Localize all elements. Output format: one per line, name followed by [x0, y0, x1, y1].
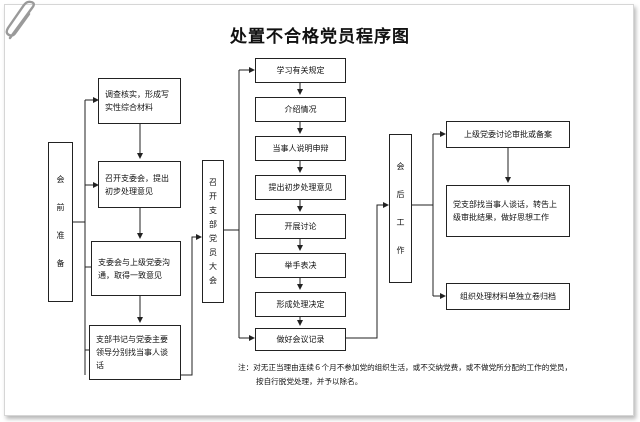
footnote: 注：对无正当理由连续６个月不参加党的组织生活，或不交纳党费，或不做党所分配的工作…	[238, 361, 623, 389]
label-char: 后	[396, 189, 405, 199]
label-char: 工	[396, 217, 405, 227]
step-decision: 形成处理决定	[255, 292, 346, 317]
pre-meeting-prep-label: 会 前 准 备	[48, 142, 73, 302]
step-explain-defend: 当事人说明申辩	[255, 136, 346, 161]
step-discussion: 开展讨论	[255, 214, 346, 239]
archive-box: 组织处理材料单独立卷归档	[446, 283, 570, 310]
step-study-rules: 学习有关规定	[255, 58, 346, 83]
diagram-title: 处置不合格党员程序图	[230, 27, 410, 47]
label-char: 支	[209, 205, 217, 215]
talk-to-party-box: 支部书记与党委主要领导分别找当事人谈话	[89, 325, 181, 380]
label-char: 部	[209, 219, 217, 229]
step-introduce: 介绍情况	[255, 97, 346, 122]
label-char: 准	[56, 231, 65, 240]
label-char: 会	[56, 175, 65, 184]
consult-superior-box: 支委会与上级党委沟通，取得一致意见	[91, 241, 181, 296]
step-record: 做好会议记录	[255, 328, 346, 351]
step-initial-opinion: 提出初步处理意见	[255, 175, 346, 200]
label-char: 大	[209, 261, 217, 271]
label-char: 前	[56, 203, 65, 212]
label-char: 员	[209, 247, 217, 257]
label-char: 备	[56, 259, 65, 268]
label-char: 会	[396, 161, 405, 171]
post-meeting-work-label: 会 后 工 作	[389, 134, 412, 283]
notify-result-box: 党支部找当事人谈话，转告上级审批结果，做好思想工作	[446, 185, 570, 237]
label-char: 党	[209, 233, 217, 243]
footnote-line-2: 按自行脱党处理，并予以除名。	[256, 377, 363, 386]
branch-committee-box: 召开支委会，提出初步处理意见	[98, 161, 181, 208]
branch-congress-label: 召 开 支 部 党 员 大 会	[202, 160, 224, 303]
paperclip-icon	[5, 0, 35, 40]
superior-approval-box: 上级党委讨论审批或备案	[446, 121, 570, 148]
footnote-line-1: 注：对无正当理由连续６个月不参加党的组织生活，或不交纳党费，或不做党所分配的工作…	[238, 363, 573, 372]
step-vote: 举手表决	[255, 253, 346, 278]
label-char: 召	[209, 177, 217, 187]
label-char: 会	[209, 275, 217, 285]
investigate-box: 调查核实，形成写实性综合材料	[98, 78, 181, 124]
label-char: 作	[396, 245, 405, 255]
label-char: 开	[209, 191, 217, 201]
